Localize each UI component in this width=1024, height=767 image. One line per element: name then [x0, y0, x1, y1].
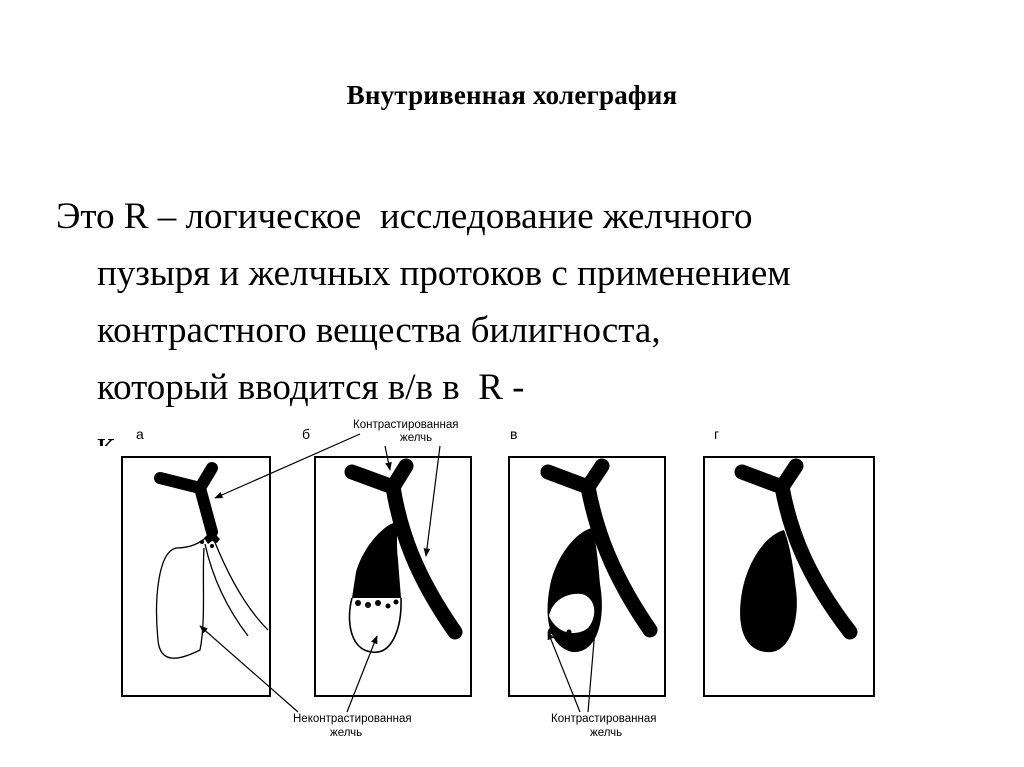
- panel-b-drawing: [344, 458, 463, 653]
- paragraph-line: пузыря и желчных протоков с применением: [97, 253, 791, 294]
- callout-bottom-left-lines: [199, 625, 378, 713]
- label-bottom-contrast-line1: Контрастированная: [551, 713, 656, 725]
- panel-a-frame: [121, 456, 271, 697]
- paragraph-line: который вводится в/в в R -: [97, 367, 525, 408]
- body-paragraph: Это R – логическое исследование желчного…: [56, 188, 791, 446]
- callout-bottom-right-lines: [547, 593, 601, 713]
- panel-a-drawing: [154, 462, 269, 659]
- label-top-contrast-line2: желчь: [400, 432, 432, 444]
- panel-letter-b: б: [302, 426, 310, 442]
- paragraph-line: контрастного вещества билигноста,: [97, 310, 661, 351]
- label-bottom-contrast-line2: желчь: [590, 727, 622, 739]
- panel-letter-c: в: [510, 426, 517, 442]
- label-bottom-noncontrast-line1: Неконтрастированная: [293, 713, 412, 725]
- paragraph-line: Это R – логическое исследование желчного: [56, 196, 753, 237]
- slide-title: Внутривенная холеграфия: [346, 80, 678, 110]
- panel-c-drawing: [540, 458, 658, 653]
- panel-letter-a: а: [136, 426, 144, 442]
- label-bottom-noncontrast-line2: желчь: [330, 727, 362, 739]
- callout-top-lines: [214, 433, 441, 557]
- panel-d-drawing: [734, 458, 858, 653]
- panel-letter-d: г: [714, 426, 719, 442]
- label-top-contrast-line1: Контрастированная: [353, 419, 458, 431]
- paragraph-line: к: [97, 424, 115, 446]
